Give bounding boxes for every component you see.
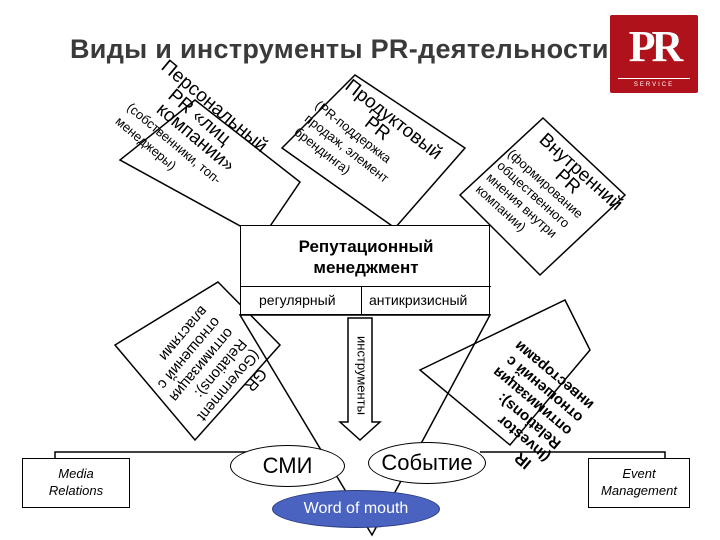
- smi-label: СМИ: [262, 453, 313, 478]
- reputation-title-line2: менеджмент: [313, 258, 419, 277]
- event-ellipse: Событие: [368, 442, 486, 484]
- event-management-box: Event Management: [588, 458, 690, 508]
- instruments-arrow: [338, 317, 382, 442]
- event-label: Событие: [381, 450, 473, 475]
- instruments-label: инструменты: [354, 336, 370, 415]
- logo-subtitle: SERVICE: [633, 82, 675, 88]
- slide-title: Виды и инструменты PR-деятельности: [70, 34, 609, 64]
- media-relations-box: Media Relations: [22, 458, 130, 508]
- smi-ellipse: СМИ: [230, 445, 345, 487]
- reputation-management-box: Репутационный менеджмент регулярный анти…: [240, 225, 491, 315]
- gr-shape: [113, 281, 282, 442]
- bottom-triangle: [238, 314, 492, 537]
- word-of-mouth-ellipse: Word of mouth: [272, 490, 440, 528]
- reputation-title-line1: Репутационный: [298, 237, 434, 256]
- media-bracket: [54, 451, 250, 458]
- event-bracket: [480, 451, 666, 458]
- internal-pr-shape: [458, 116, 627, 277]
- slide-header: Виды и инструменты PR-деятельности PR SE…: [0, 0, 720, 95]
- logo-text: PR: [628, 22, 684, 71]
- regular-label: регулярный: [259, 292, 336, 308]
- pr-service-logo: PR SERVICE: [610, 15, 698, 93]
- ir-shape: [418, 299, 591, 447]
- word-of-mouth-label: Word of mouth: [303, 500, 409, 517]
- anticrisis-label: антикризисный: [369, 292, 468, 308]
